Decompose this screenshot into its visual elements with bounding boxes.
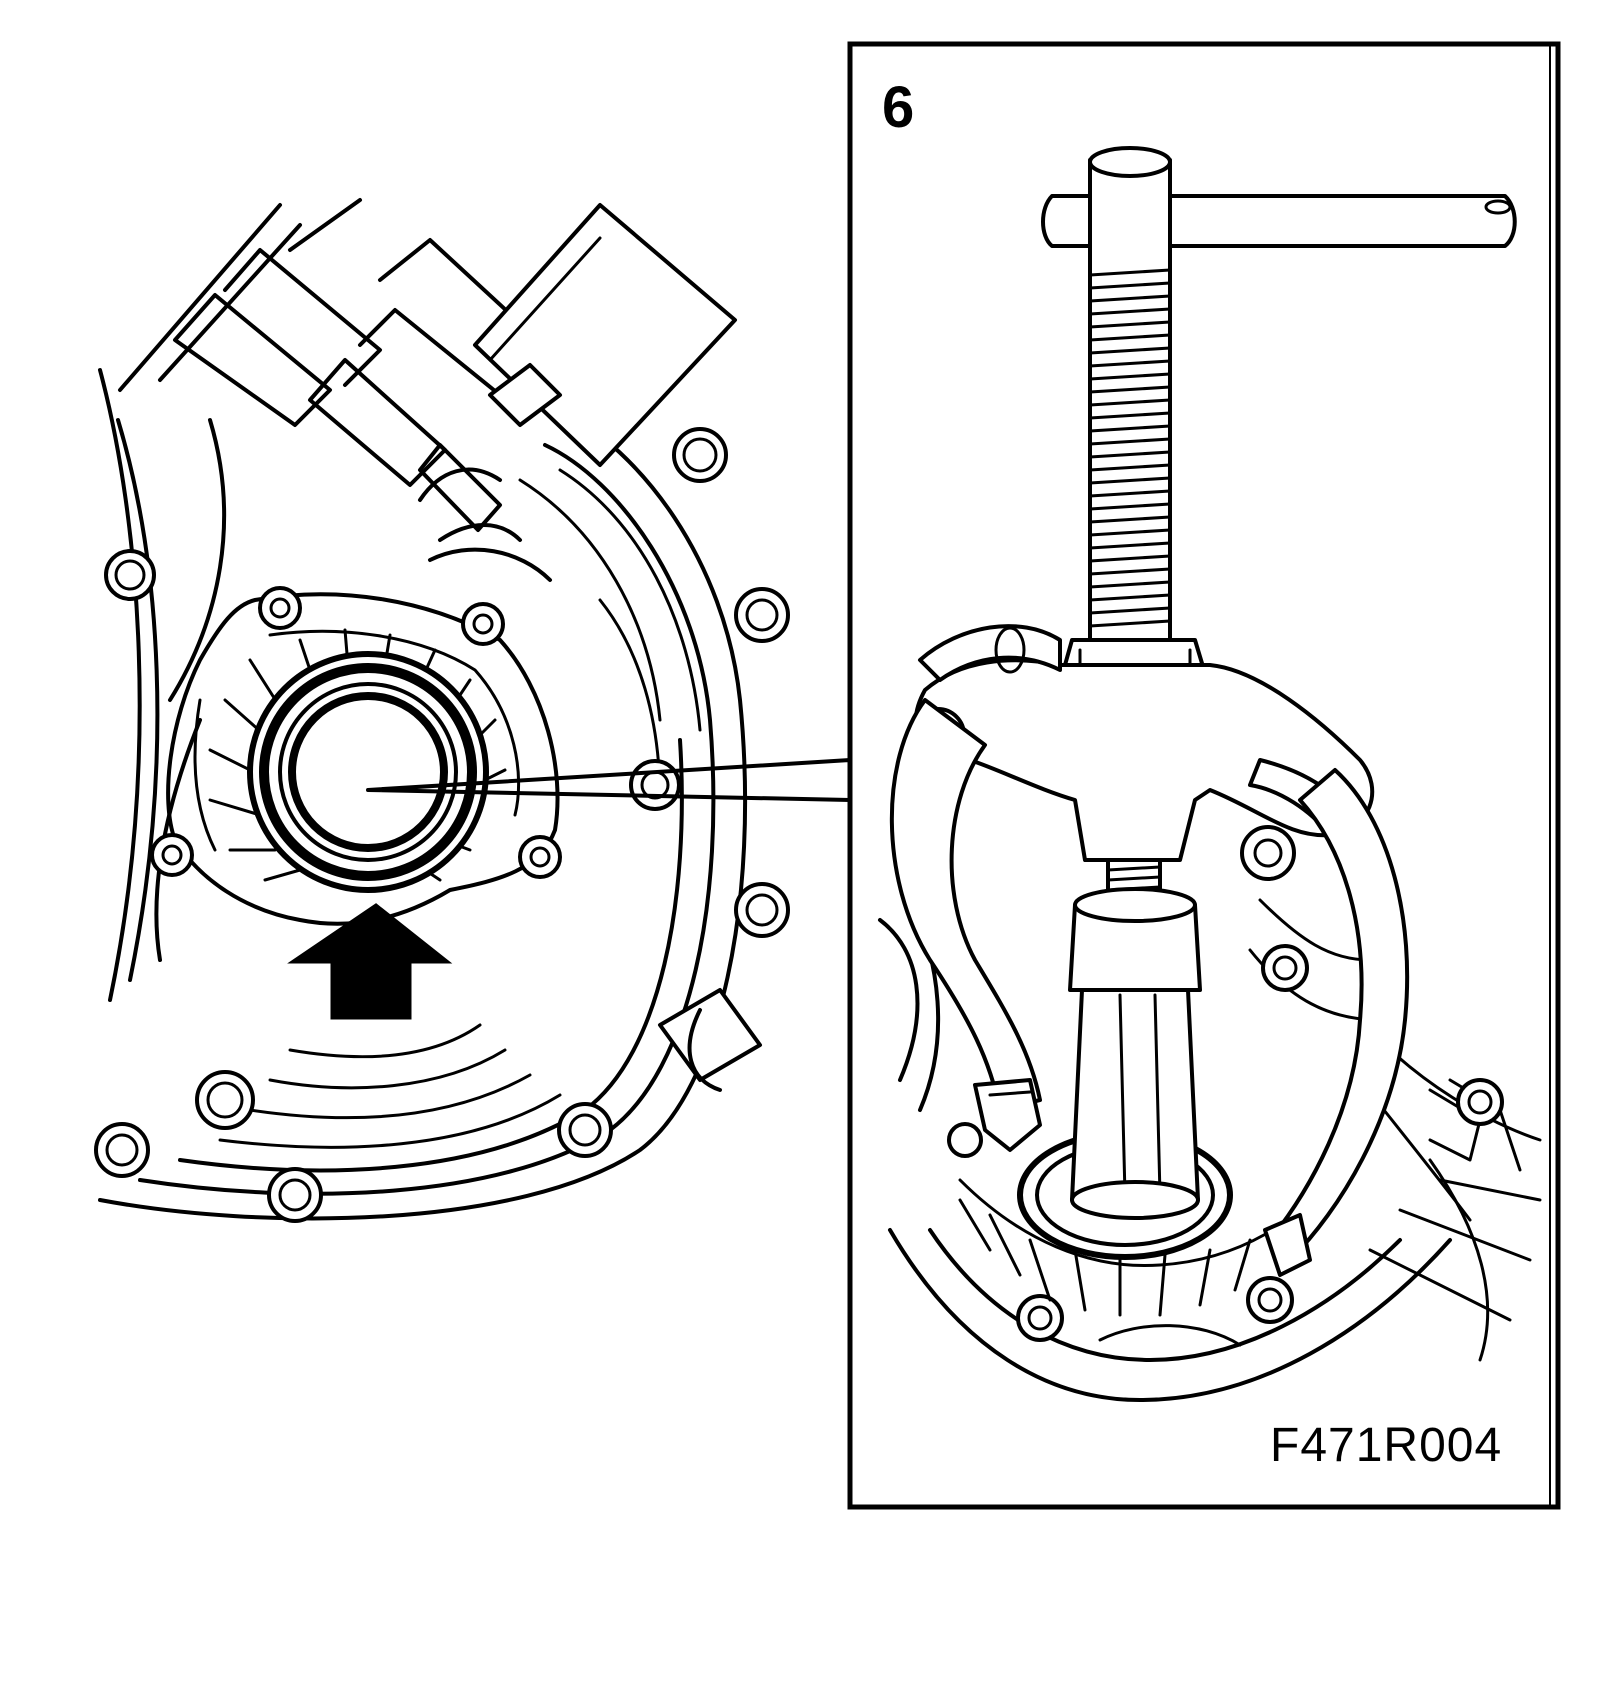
housing-bolts bbox=[94, 427, 790, 1223]
bearing-puller-icon bbox=[889, 146, 1517, 1277]
figure-code: F471R004 bbox=[1270, 1419, 1503, 1472]
speed-sensor bbox=[658, 988, 762, 1082]
up-arrow-icon bbox=[287, 903, 453, 1020]
spindle-threads bbox=[1088, 268, 1172, 628]
output-shaft-seal bbox=[247, 651, 489, 893]
step-number: 6 bbox=[882, 75, 915, 140]
transmission-housing bbox=[94, 198, 852, 1223]
